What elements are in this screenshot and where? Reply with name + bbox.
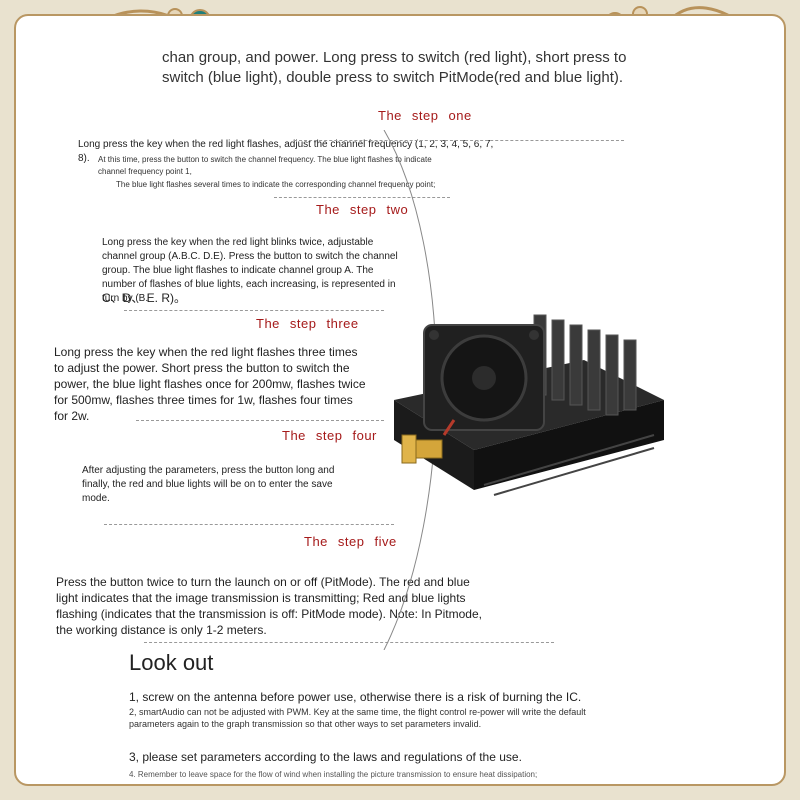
divider: [144, 642, 554, 643]
note-1: 1, screw on the antenna before power use…: [129, 690, 582, 704]
step-one-sub-2: The blue light flashes several times to …: [116, 180, 436, 189]
look-out-title: Look out: [129, 650, 214, 675]
divider: [104, 524, 394, 525]
document-page: chan group, and power. Long press to swi…: [44, 40, 784, 784]
divider: [274, 197, 450, 198]
divider: [124, 310, 384, 311]
step-five-text: Press the button twice to turn the launc…: [56, 575, 482, 637]
intro-text: chan group, and power. Long press to swi…: [162, 48, 784, 88]
step-four-text: After adjusting the parameters, press th…: [82, 465, 335, 504]
divider: [294, 140, 624, 141]
note-3: 3, please set parameters according to th…: [129, 750, 522, 764]
intro-line-2: switch (blue light), double press to swi…: [162, 69, 624, 86]
divider: [136, 420, 384, 421]
step-two-tail: C、D、 E. R)。: [102, 291, 187, 305]
intro-line-1: chan group, and power. Long press to swi…: [162, 49, 627, 66]
step-one-sub-1: At this time, press the button to switch…: [98, 155, 432, 176]
content-panel: chan group, and power. Long press to swi…: [14, 14, 786, 786]
step-two-text: Long press the key when the red light bl…: [102, 237, 398, 304]
step-three-text: Long press the key when the red light fl…: [54, 345, 366, 423]
note-4: 4. Remember to leave space for the flow …: [129, 770, 538, 779]
note-2: 2, smartAudio can not be adjusted with P…: [129, 707, 586, 729]
step-one-main: Long press the key when the red light fl…: [78, 139, 494, 164]
video-transmitter-image: [394, 314, 664, 496]
